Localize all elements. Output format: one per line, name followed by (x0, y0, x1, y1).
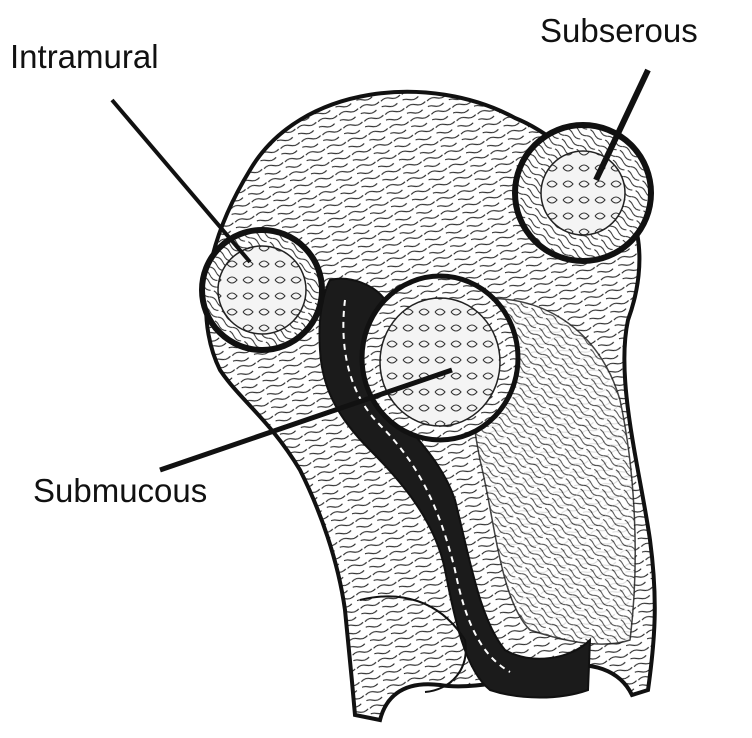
submucous-label: Submucous (33, 474, 207, 507)
intramural-fibroid-core (218, 246, 306, 334)
subserous-fibroid-core (541, 151, 625, 235)
intramural-label: Intramural (10, 40, 159, 73)
subserous-label: Subserous (540, 14, 698, 47)
intramural-leader-line (112, 100, 250, 262)
submucous-fibroid-core (380, 298, 500, 426)
